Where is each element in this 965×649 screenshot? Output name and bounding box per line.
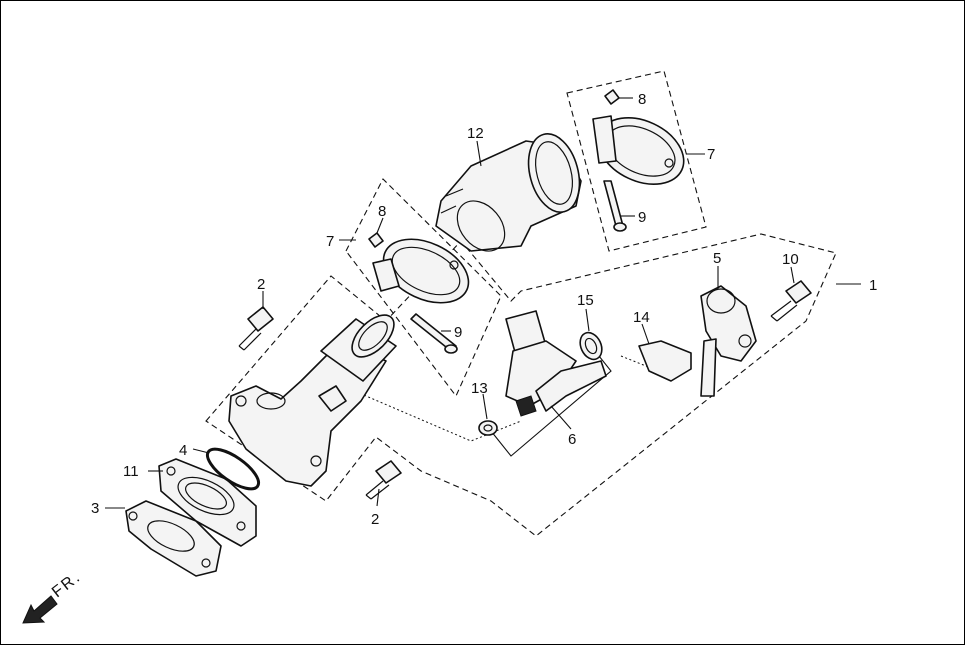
injector-group-bracket xyxy=(490,345,612,457)
washer-part-13-hole xyxy=(483,424,493,432)
clamp-part-7-left xyxy=(372,238,470,304)
callout-9-left: 9 xyxy=(454,324,462,341)
intake-boot-part-12 xyxy=(435,133,582,252)
leader-lines xyxy=(105,97,861,509)
dotted-leader-a xyxy=(330,380,522,442)
throttle-body-manifold xyxy=(228,314,397,487)
clamp-group-outline-right xyxy=(566,70,707,252)
gasket-part-3 xyxy=(125,500,222,577)
callout-4: 4 xyxy=(179,442,187,459)
callout-12: 12 xyxy=(467,125,484,142)
screw-part-9-right xyxy=(603,180,627,232)
insulator-part-11 xyxy=(158,458,257,547)
washer-part-15 xyxy=(579,331,603,361)
bolt-part-2-upper xyxy=(238,306,274,351)
callout-3: 3 xyxy=(91,500,99,517)
screw-part-9-left xyxy=(410,313,458,354)
callout-15: 15 xyxy=(577,292,594,309)
callout-9-right: 9 xyxy=(638,209,646,226)
front-direction-label: FR. xyxy=(49,568,85,601)
fuel-injector-part-6 xyxy=(505,310,607,417)
callout-11: 11 xyxy=(123,463,139,480)
callout-2-lower: 2 xyxy=(371,511,379,528)
callout-1: 1 xyxy=(869,277,877,294)
washer-part-15-hole xyxy=(584,337,598,355)
nut-part-8-right xyxy=(604,89,620,105)
clamp-group-outline-left xyxy=(345,178,502,398)
callout-8-right: 8 xyxy=(638,91,646,108)
front-arrow-icon xyxy=(22,595,58,624)
washer-part-13 xyxy=(478,420,498,436)
bolt-part-10 xyxy=(770,280,812,322)
fuel-joint-part-5 xyxy=(700,285,757,397)
callout-13: 13 xyxy=(471,380,488,397)
callout-5: 5 xyxy=(713,250,721,267)
callout-8-left: 8 xyxy=(378,203,386,220)
o-ring-part-4 xyxy=(205,447,261,491)
clamp-part-7-right xyxy=(592,115,685,185)
nut-part-8-left xyxy=(368,232,384,248)
callout-14: 14 xyxy=(633,309,650,326)
callout-10: 10 xyxy=(782,251,799,268)
callout-2-upper: 2 xyxy=(257,276,265,293)
callout-7-right: 7 xyxy=(707,146,715,163)
callout-7-left: 7 xyxy=(326,233,334,250)
clip-part-14 xyxy=(638,340,692,382)
callout-6: 6 xyxy=(568,431,576,448)
bolt-part-2-lower xyxy=(365,460,402,500)
